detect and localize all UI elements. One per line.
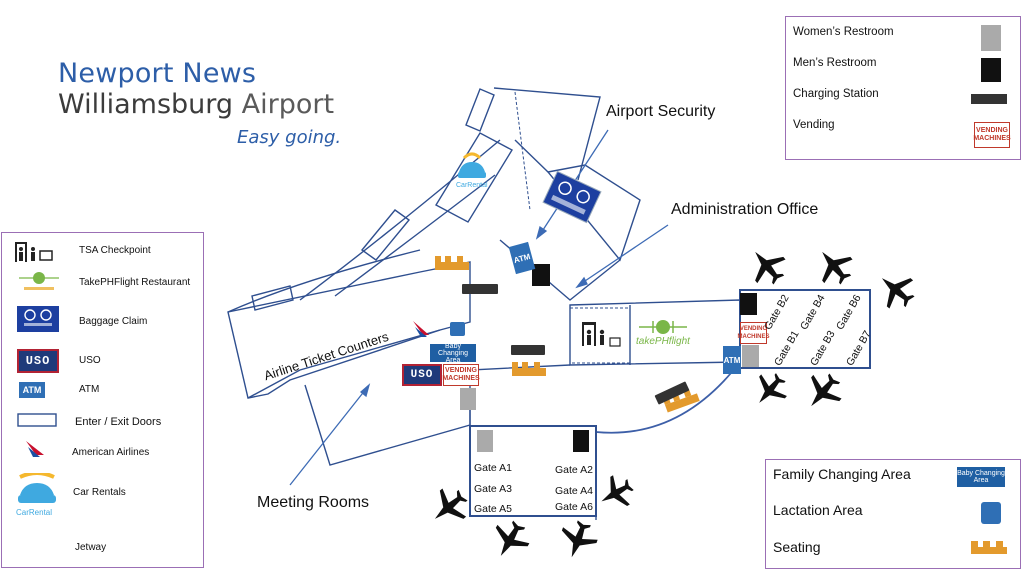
seating-icon [971,541,1007,554]
gate-a4-label: Gate A4 [555,485,593,497]
callout-meeting-rooms: Meeting Rooms [257,494,370,511]
legend-top-right: Women’s Restroom Men’s Restroom Charging… [785,16,1021,160]
door-icon [17,413,57,427]
baby-changing-icon: Baby Changing Area [957,467,1005,487]
tsa-area [569,307,631,364]
legend-baggage-label: Baggage Claim [79,316,148,327]
legend-charging-label: Charging Station [793,88,879,100]
admin-arrow [581,224,669,284]
airport-title-williamsburg: Williamsburg [58,89,234,120]
legend-lactation-label: Lactation Area [773,502,863,518]
restroom-map-icons [460,264,759,452]
seating-map-icons [435,256,700,413]
baggage-claim-icon [17,306,59,332]
charging-station-icon [971,94,1007,104]
vending-icon: VENDING MACHINES [973,122,1011,148]
airport-title-line1: Newport News [58,58,257,89]
baby-changing-map-badge: Baby Changing Area [430,343,476,364]
legend-mens-label: Men’s Restroom [793,57,877,69]
uso-map-badge: USO [402,364,442,386]
lactation-map-icon [450,322,465,336]
legend-left: TSA Checkpoint TakePHFlight Restaurant B… [1,232,204,568]
lactation-icon [981,502,1001,524]
legend-uso-label: USO [79,355,101,366]
gate-a6-label: Gate A6 [555,501,593,513]
uso-icon: USO [17,349,59,373]
callout-administration-office: Administration Office [671,201,819,218]
tsa-checkpoint-icon [15,242,53,262]
airport-tagline: Easy going. [237,127,342,148]
legend-atm-label: ATM [79,384,100,395]
atm-map-badge-2: ATM [723,346,741,374]
takeph-map-label: takePHflight [636,336,690,347]
legend-car-rental-logo-text: CarRental [16,508,53,517]
legend-tsa-label: TSA Checkpoint [79,245,151,256]
gate-a1-label: Gate A1 [474,462,512,474]
meeting-rooms-arrow [289,388,367,486]
takeph-restaurant-icon [19,272,59,290]
airport-title-line2: Williamsburg Airport [58,89,334,120]
takeph-map-logo [639,320,687,334]
american-airlines-icon [26,441,44,457]
vending-map-badge-2: VENDING MACHINES [738,322,770,344]
legend-vending-label: Vending [793,119,835,131]
gate-a5-label: Gate A5 [474,503,512,515]
legend-seating-label: Seating [773,539,821,555]
gate-a3-label: Gate A3 [474,483,512,495]
legend-bottom-right: Family Changing Area Baby Changing Area … [765,459,1021,569]
charging-map-icons [462,284,690,405]
legend-aa-label: American Airlines [72,447,150,458]
vending-map-badge-1: VENDING MACHINES [442,364,480,386]
car-rental-icon [18,473,56,503]
american-airlines-map-icon [413,321,429,337]
legend-jetway-label: Jetway [75,542,107,553]
legend-doors-label: Enter / Exit Doors [75,416,162,428]
car-rental-map-icon [458,152,486,178]
mens-restroom-icon [981,58,1001,82]
legend-takeph-label: TakePHFlight Restaurant [79,277,191,288]
callout-airport-security: Airport Security [606,103,716,120]
gate-a2-label: Gate A2 [555,464,593,476]
car-rental-map-label: CarRental [456,182,488,189]
atm-icon: ATM [19,382,45,398]
legend-womens-label: Women’s Restroom [793,26,894,38]
tsa-map-icon [582,322,621,347]
baggage-claim-map-icon [542,170,602,224]
womens-restroom-icon [981,25,1001,51]
legend-family-changing-label: Family Changing Area [773,466,911,482]
airport-title-airport: Airport [233,89,335,120]
legend-car-rentals-label: Car Rentals [73,487,126,498]
